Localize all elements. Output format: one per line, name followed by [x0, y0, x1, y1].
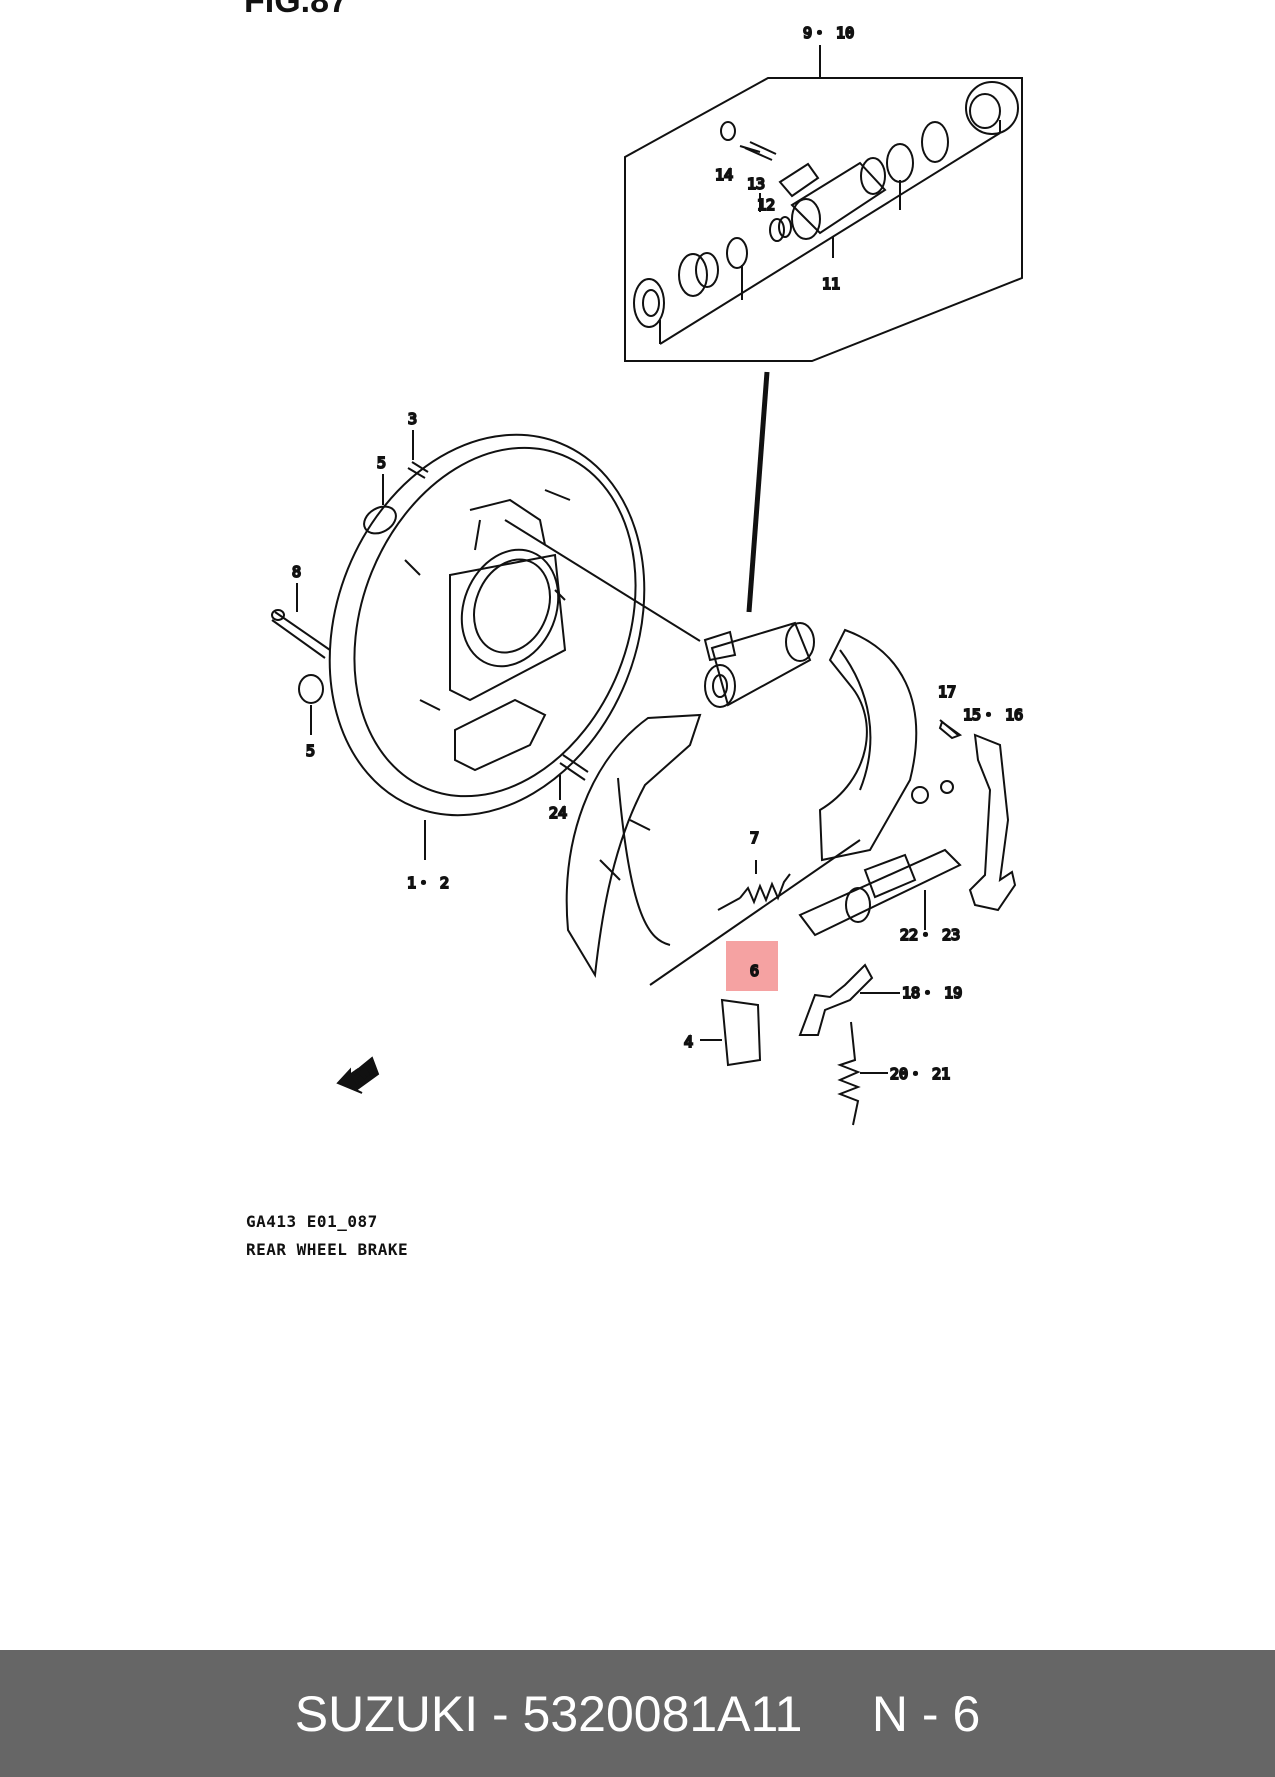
label-6[interactable]: 6	[749, 961, 760, 981]
figure-title: FIG.87	[244, 0, 348, 20]
label-12: 12	[757, 196, 775, 214]
part-6-highlight[interactable]	[726, 941, 778, 991]
label-11: 11	[822, 275, 840, 293]
adjuster	[798, 848, 962, 937]
label-22-23: 22・ 23	[900, 926, 960, 944]
plug-lower	[298, 674, 324, 704]
wheel-cylinder	[703, 621, 815, 708]
label-9-10: 9・ 10	[803, 24, 854, 42]
rear-wheel-brake-diagram: 9・ 10 14 13 12 11 3 5 8 5 24 1・ 2 17 15・…	[271, 23, 1024, 1126]
return-spring	[717, 860, 791, 911]
hold-down-pin	[271, 583, 331, 659]
label-17: 17	[938, 683, 956, 701]
label-3: 3	[408, 410, 417, 428]
part-number-text: SUZUKI - 5320081A11 N - 6	[294, 1685, 981, 1742]
label-24: 24	[549, 804, 567, 822]
label-20-21: 20・ 21	[890, 1065, 950, 1083]
wheel-cylinder-detail-box	[624, 45, 1023, 362]
label-8: 8	[292, 563, 301, 581]
label-14: 14	[715, 166, 733, 184]
brake-shoe-left	[565, 713, 702, 979]
label-18-19: 18・ 19	[902, 984, 962, 1002]
plug-upper	[363, 505, 397, 535]
backing-plate	[328, 433, 646, 860]
diagram-title: REAR WHEEL BRAKE	[246, 1240, 409, 1259]
label-5-lower: 5	[306, 742, 315, 760]
footer-bar: SUZUKI - 5320081A11 N - 6	[0, 1650, 1275, 1777]
label-1-2: 1・ 2	[407, 874, 449, 892]
bolt-24	[559, 754, 589, 781]
brake-shoe-right	[649, 628, 918, 986]
fwd-arrow	[336, 1056, 380, 1094]
label-4: 4	[684, 1033, 693, 1051]
holddown-spring	[837, 1021, 861, 1126]
shoe-clip	[720, 998, 762, 1067]
label-5-upper: 5	[377, 454, 386, 472]
diagram-code: GA413 E01_087	[246, 1212, 378, 1231]
bleeder-screw	[407, 461, 429, 479]
label-13: 13	[747, 175, 765, 193]
strut	[798, 963, 874, 1036]
label-7: 7	[750, 829, 759, 847]
label-15-16: 15・ 16	[963, 706, 1023, 724]
